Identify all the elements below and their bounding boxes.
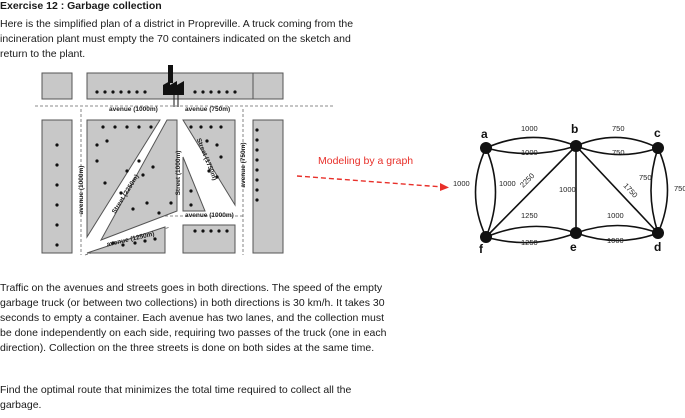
- weight-fe-top: 1250: [521, 211, 538, 220]
- weight-bc-top: 750: [612, 124, 625, 133]
- weight-bc-bot: 750: [612, 148, 625, 157]
- node-f: [480, 231, 492, 243]
- label-avenue-left: avenue (1000m): [78, 166, 85, 215]
- node-d: [652, 227, 664, 239]
- block-center-right: [182, 119, 236, 207]
- edge-bc-bot: [575, 145, 659, 156]
- node-b: [570, 140, 582, 152]
- modeling-arrow: [296, 175, 449, 191]
- task-paragraph: Find the optimal route that minimizes th…: [0, 384, 352, 411]
- node-label-d: d: [654, 240, 661, 254]
- block-center-mid: [99, 119, 178, 241]
- block-center-bottom: [182, 156, 206, 212]
- label-avenue-mid-right: avenue (1000m): [185, 212, 234, 219]
- edge-ed-bot: [575, 232, 659, 242]
- edge-bd: [575, 145, 659, 234]
- weight-ed-bot: 1000: [607, 236, 624, 245]
- node-e: [570, 227, 582, 239]
- exercise-title: Exercise 12 : Garbage collection: [0, 0, 162, 12]
- weight-af-left: 1000: [453, 179, 470, 188]
- edge-fe-bot: [485, 232, 577, 244]
- block-top-right: [252, 72, 284, 100]
- weight-ed-top: 1000: [607, 211, 624, 220]
- rules-paragraph: Traffic on the avenues and streets goes …: [0, 282, 387, 354]
- edge-cd-right: [657, 147, 669, 234]
- district-map: avenue (1000m) avenue (750m) avenue (100…: [35, 65, 335, 256]
- edge-bf: [485, 145, 577, 238]
- label-avenue-right: avenue (750m): [240, 142, 247, 187]
- intro-paragraph: Here is the simplified plan of a distric…: [0, 18, 354, 60]
- block-right: [252, 119, 284, 254]
- edge-bc-top: [575, 136, 659, 149]
- edge-af-left: [474, 147, 487, 238]
- factory-icon: [163, 65, 184, 107]
- arrow-label: Modeling by a graph: [318, 155, 414, 167]
- weight-cd-left: 750: [639, 173, 652, 182]
- weight-ab-bot: 1000: [521, 148, 538, 157]
- label-avenue-top-right: avenue (750m): [185, 106, 230, 113]
- label-street-vertical: Street (1000m): [175, 151, 182, 196]
- node-c: [652, 142, 664, 154]
- weight-cd-right: 750: [674, 184, 685, 193]
- block-top-left: [41, 72, 73, 100]
- node-label-b: b: [571, 122, 578, 136]
- weight-ab-top: 1000: [521, 124, 538, 133]
- node-label-f: f: [479, 242, 484, 256]
- containers: [55, 90, 259, 247]
- block-bottom-left: [86, 226, 166, 254]
- edge-cd-left: [650, 147, 659, 234]
- graph: a b c d e f 1000 1000 750 750 750 750 10…: [453, 122, 685, 256]
- edge-fe-top: [485, 225, 577, 238]
- weight-be: 1000: [559, 185, 576, 194]
- node-label-a: a: [481, 127, 488, 141]
- edge-ab-bot: [485, 145, 577, 155]
- label-avenue-top-left: avenue (1000m): [109, 106, 158, 113]
- block-center-left: [86, 119, 161, 239]
- edge-ab-top: [485, 136, 577, 149]
- node-a: [480, 142, 492, 154]
- weight-fe-bot: 1250: [521, 238, 538, 247]
- weight-af-right: 1000: [499, 179, 516, 188]
- weight-bf: 2250: [518, 171, 536, 189]
- block-bottom-right: [182, 224, 236, 254]
- edge-ed-top: [575, 224, 659, 234]
- edge-af-right: [485, 147, 497, 238]
- node-label-e: e: [570, 240, 577, 254]
- node-label-c: c: [654, 126, 661, 140]
